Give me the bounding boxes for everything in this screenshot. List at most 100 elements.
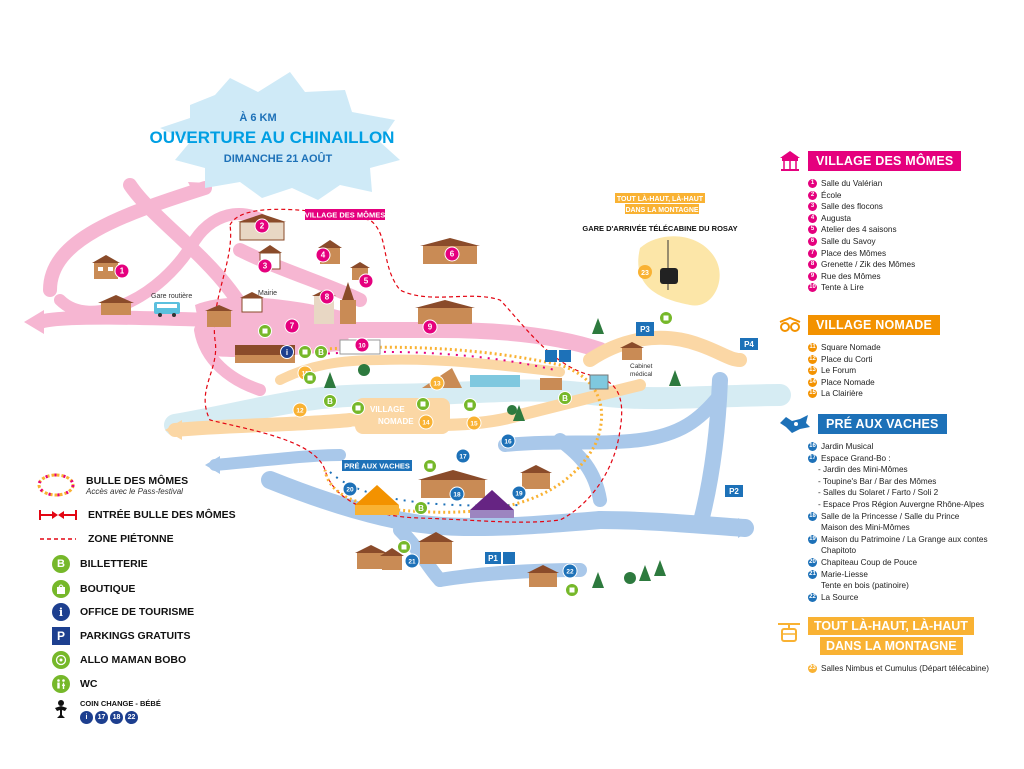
label-cabinet-2: médical — [630, 371, 653, 378]
label-gare-routiere: Gare routière — [151, 293, 192, 300]
parking-small[interactable] — [545, 350, 557, 362]
legend-item-label: Le Forum — [821, 366, 857, 376]
poi-3[interactable]: 3 — [257, 258, 273, 274]
poi-5[interactable]: 5 — [358, 273, 374, 289]
legend-billetterie: B BILLETTERIE — [52, 555, 148, 573]
label-village-nomade-1: VILLAGE — [370, 405, 405, 414]
parking-p3[interactable]: P3 — [636, 322, 654, 336]
header-line3: DIMANCHE 21 AOÛT — [224, 152, 333, 165]
legend-item-label: Salles Nimbus et Cumulus (Départ télécab… — [821, 664, 989, 673]
poi-9[interactable]: 9 — [422, 319, 438, 335]
parking-p1[interactable]: P1 — [485, 552, 515, 564]
section-title-pre: PRÉ AUX VACHES — [818, 414, 947, 434]
legend-coin-label: COIN CHANGE - BÉBÉ — [80, 699, 161, 708]
svg-text:i: i — [286, 348, 288, 357]
legend-item-label: Grenette / Zik des Mômes — [821, 260, 916, 270]
legend-number-badge: 10 — [808, 283, 817, 293]
section-title-haut-1: TOUT LÀ-HAUT, LÀ-HAUT — [808, 617, 974, 635]
poi-17[interactable]: 17 — [455, 448, 471, 464]
parking-p4[interactable]: P4 — [740, 338, 758, 350]
road-arrow-west-3 — [205, 456, 220, 474]
village-nomade-plaza — [355, 398, 450, 434]
coin-change-badge: 17 — [95, 711, 108, 724]
svg-text:2: 2 — [260, 222, 265, 231]
poi-21[interactable]: 21 — [404, 553, 420, 569]
legend-item-label: Place du Corti — [821, 354, 873, 364]
svg-text:16: 16 — [504, 439, 512, 446]
legend-number-badge: 9 — [808, 271, 817, 281]
poi-2[interactable]: 2 — [254, 218, 270, 234]
legend-office: i OFFICE DE TOURISME — [52, 603, 194, 621]
legend-parkings: P PARKINGS GRATUITS — [52, 627, 190, 645]
poi-8[interactable]: 8 — [319, 289, 335, 305]
legend-item-label: Jardin Musical — [821, 442, 874, 451]
legend-number-badge: 15 — [808, 389, 817, 399]
p1-label: P1 — [488, 554, 498, 563]
bus-icon — [154, 302, 180, 317]
legend-item: - Espace Pros Région Auvergne Rhône-Alpe… — [808, 499, 988, 511]
road-arrow-west — [24, 310, 44, 334]
legend-item: Chapitoto — [808, 545, 988, 557]
gondola-icon — [660, 268, 678, 284]
accessible-parking[interactable] — [559, 350, 571, 362]
poi-10[interactable]: 10 — [354, 337, 370, 353]
p4-label: P4 — [744, 340, 754, 349]
legend-item: 8 Grenette / Zik des Mômes — [808, 259, 961, 271]
poi-23[interactable] — [638, 265, 652, 279]
poi-4[interactable]: 4 — [315, 247, 331, 263]
parking-p2[interactable]: P2 — [725, 485, 743, 497]
legend-number-badge: 1 — [808, 179, 817, 188]
legend-number-badge: 14 — [808, 377, 817, 387]
legend-boutique: BOUTIQUE — [52, 580, 135, 598]
svg-text:12: 12 — [296, 408, 304, 415]
poi-18[interactable]: 18 — [449, 486, 465, 502]
poi-16[interactable]: 16 — [500, 433, 516, 449]
poi-12[interactable]: 12 — [292, 402, 308, 418]
wc-icon — [565, 583, 579, 597]
label-tout-la-haut-1: TOUT LÀ-HAUT, LÀ-HAUT — [617, 194, 704, 203]
label-village-momes: VILLAGE DES MÔMES — [305, 211, 385, 220]
svg-text:3: 3 — [263, 262, 268, 271]
legend-entree-label: ENTRÉE BULLE DES MÔMES — [88, 509, 236, 521]
poi-20[interactable]: 20 — [342, 481, 358, 497]
poi-15[interactable]: 15 — [466, 415, 482, 431]
coin-change-badge: 22 — [125, 711, 138, 724]
ticket-icon: B — [414, 501, 428, 515]
p3-label: P3 — [640, 325, 650, 334]
legend-bulle: BULLE DES MÔMES Accès avec le Pass-festi… — [36, 472, 188, 498]
label-tout-la-haut-2: DANS LA MONTAGNE — [625, 207, 698, 214]
legend-item-label: - Toupine's Bar / Bar des Mômes — [818, 476, 937, 486]
poi-14[interactable]: 14 — [418, 414, 434, 430]
legend-entree: ENTRÉE BULLE DES MÔMES — [38, 508, 236, 522]
poi-22[interactable]: 22 — [562, 563, 578, 579]
info-icon: i — [280, 345, 294, 359]
road-arrow-northeast — [188, 182, 208, 198]
bulle-icon — [37, 473, 75, 497]
legend-item: 13 Le Forum — [808, 365, 940, 377]
legend-number-badge: 13 — [808, 366, 817, 376]
shopping-bag-icon — [258, 324, 272, 338]
poi-7[interactable]: 7 — [284, 318, 300, 334]
legend-number-badge: 8 — [808, 260, 817, 270]
entrance-icon — [39, 510, 77, 520]
trees — [324, 318, 681, 588]
poi-1[interactable]: 1 — [114, 263, 130, 279]
legend-item: Maison des Mini-Mômes — [808, 522, 988, 534]
poi-13[interactable]: 13 — [429, 375, 445, 391]
poi-19[interactable]: 19 — [511, 485, 527, 501]
road-arrow-east — [738, 518, 754, 538]
glasses-icon — [778, 314, 802, 336]
poi-6[interactable]: 6 — [444, 246, 460, 262]
coin-change-badge: i — [80, 711, 93, 724]
legend-item-label: Place Nomade — [821, 377, 875, 387]
